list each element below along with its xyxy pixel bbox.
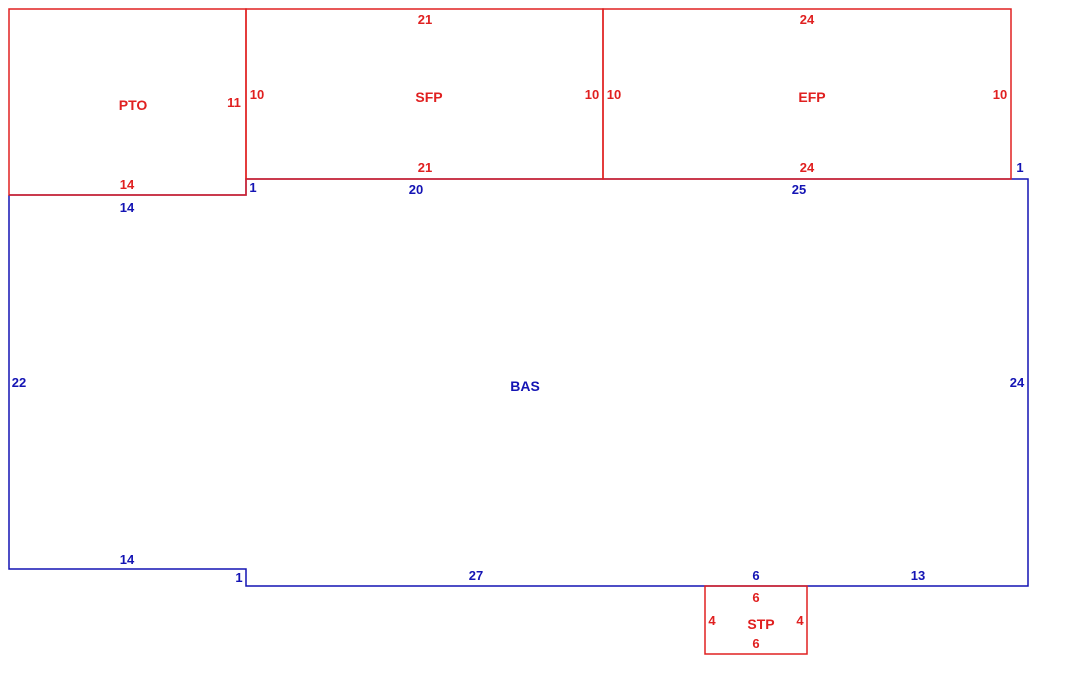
bas-dim-top-mid: 20	[409, 182, 423, 197]
stp-dim-right: 4	[796, 613, 804, 628]
bas-dim-left: 22	[12, 375, 26, 390]
bas-dim-jog-bottom: 1	[235, 570, 242, 585]
stp-outline	[704, 585, 808, 655]
sfp-dim-bottom: 21	[418, 160, 432, 175]
bas-dim-bottom-mid: 27	[469, 568, 483, 583]
sfp-dim-top: 21	[418, 12, 432, 27]
efp-area	[602, 8, 1012, 180]
bas-dim-bottom-right: 13	[911, 568, 925, 583]
bas-dim-bottom-left: 14	[120, 552, 135, 567]
bas-dim-top-right: 25	[792, 182, 806, 197]
bas-dim-jog-top: 1	[249, 180, 256, 195]
pto-label: PTO	[119, 97, 148, 113]
efp-label: EFP	[798, 89, 825, 105]
sfp-dim-left: 10	[250, 87, 264, 102]
stp-dim-bottom: 6	[752, 636, 759, 651]
pto-dim-bottom: 14	[120, 177, 135, 192]
sfp-dim-right: 10	[585, 87, 599, 102]
efp-dim-right: 10	[993, 87, 1007, 102]
bas-label: BAS	[510, 378, 540, 394]
bas-dim-bottom-stoop: 6	[752, 568, 759, 583]
efp-dim-left: 10	[607, 87, 621, 102]
stp-dim-top: 6	[752, 590, 759, 605]
bas-dim-top-left: 14	[120, 200, 135, 215]
efp-dim-bottom: 24	[800, 160, 815, 175]
bas-dim-jog-right: 1	[1016, 160, 1023, 175]
efp-outline	[602, 8, 1012, 180]
efp-dim-top: 24	[800, 12, 815, 27]
sfp-label: SFP	[415, 89, 442, 105]
stp-dim-left: 4	[708, 613, 716, 628]
pto-dim-right: 11	[227, 95, 241, 110]
stp-area	[704, 585, 808, 655]
stp-label: STP	[747, 616, 774, 632]
bas-dim-right: 24	[1010, 375, 1025, 390]
